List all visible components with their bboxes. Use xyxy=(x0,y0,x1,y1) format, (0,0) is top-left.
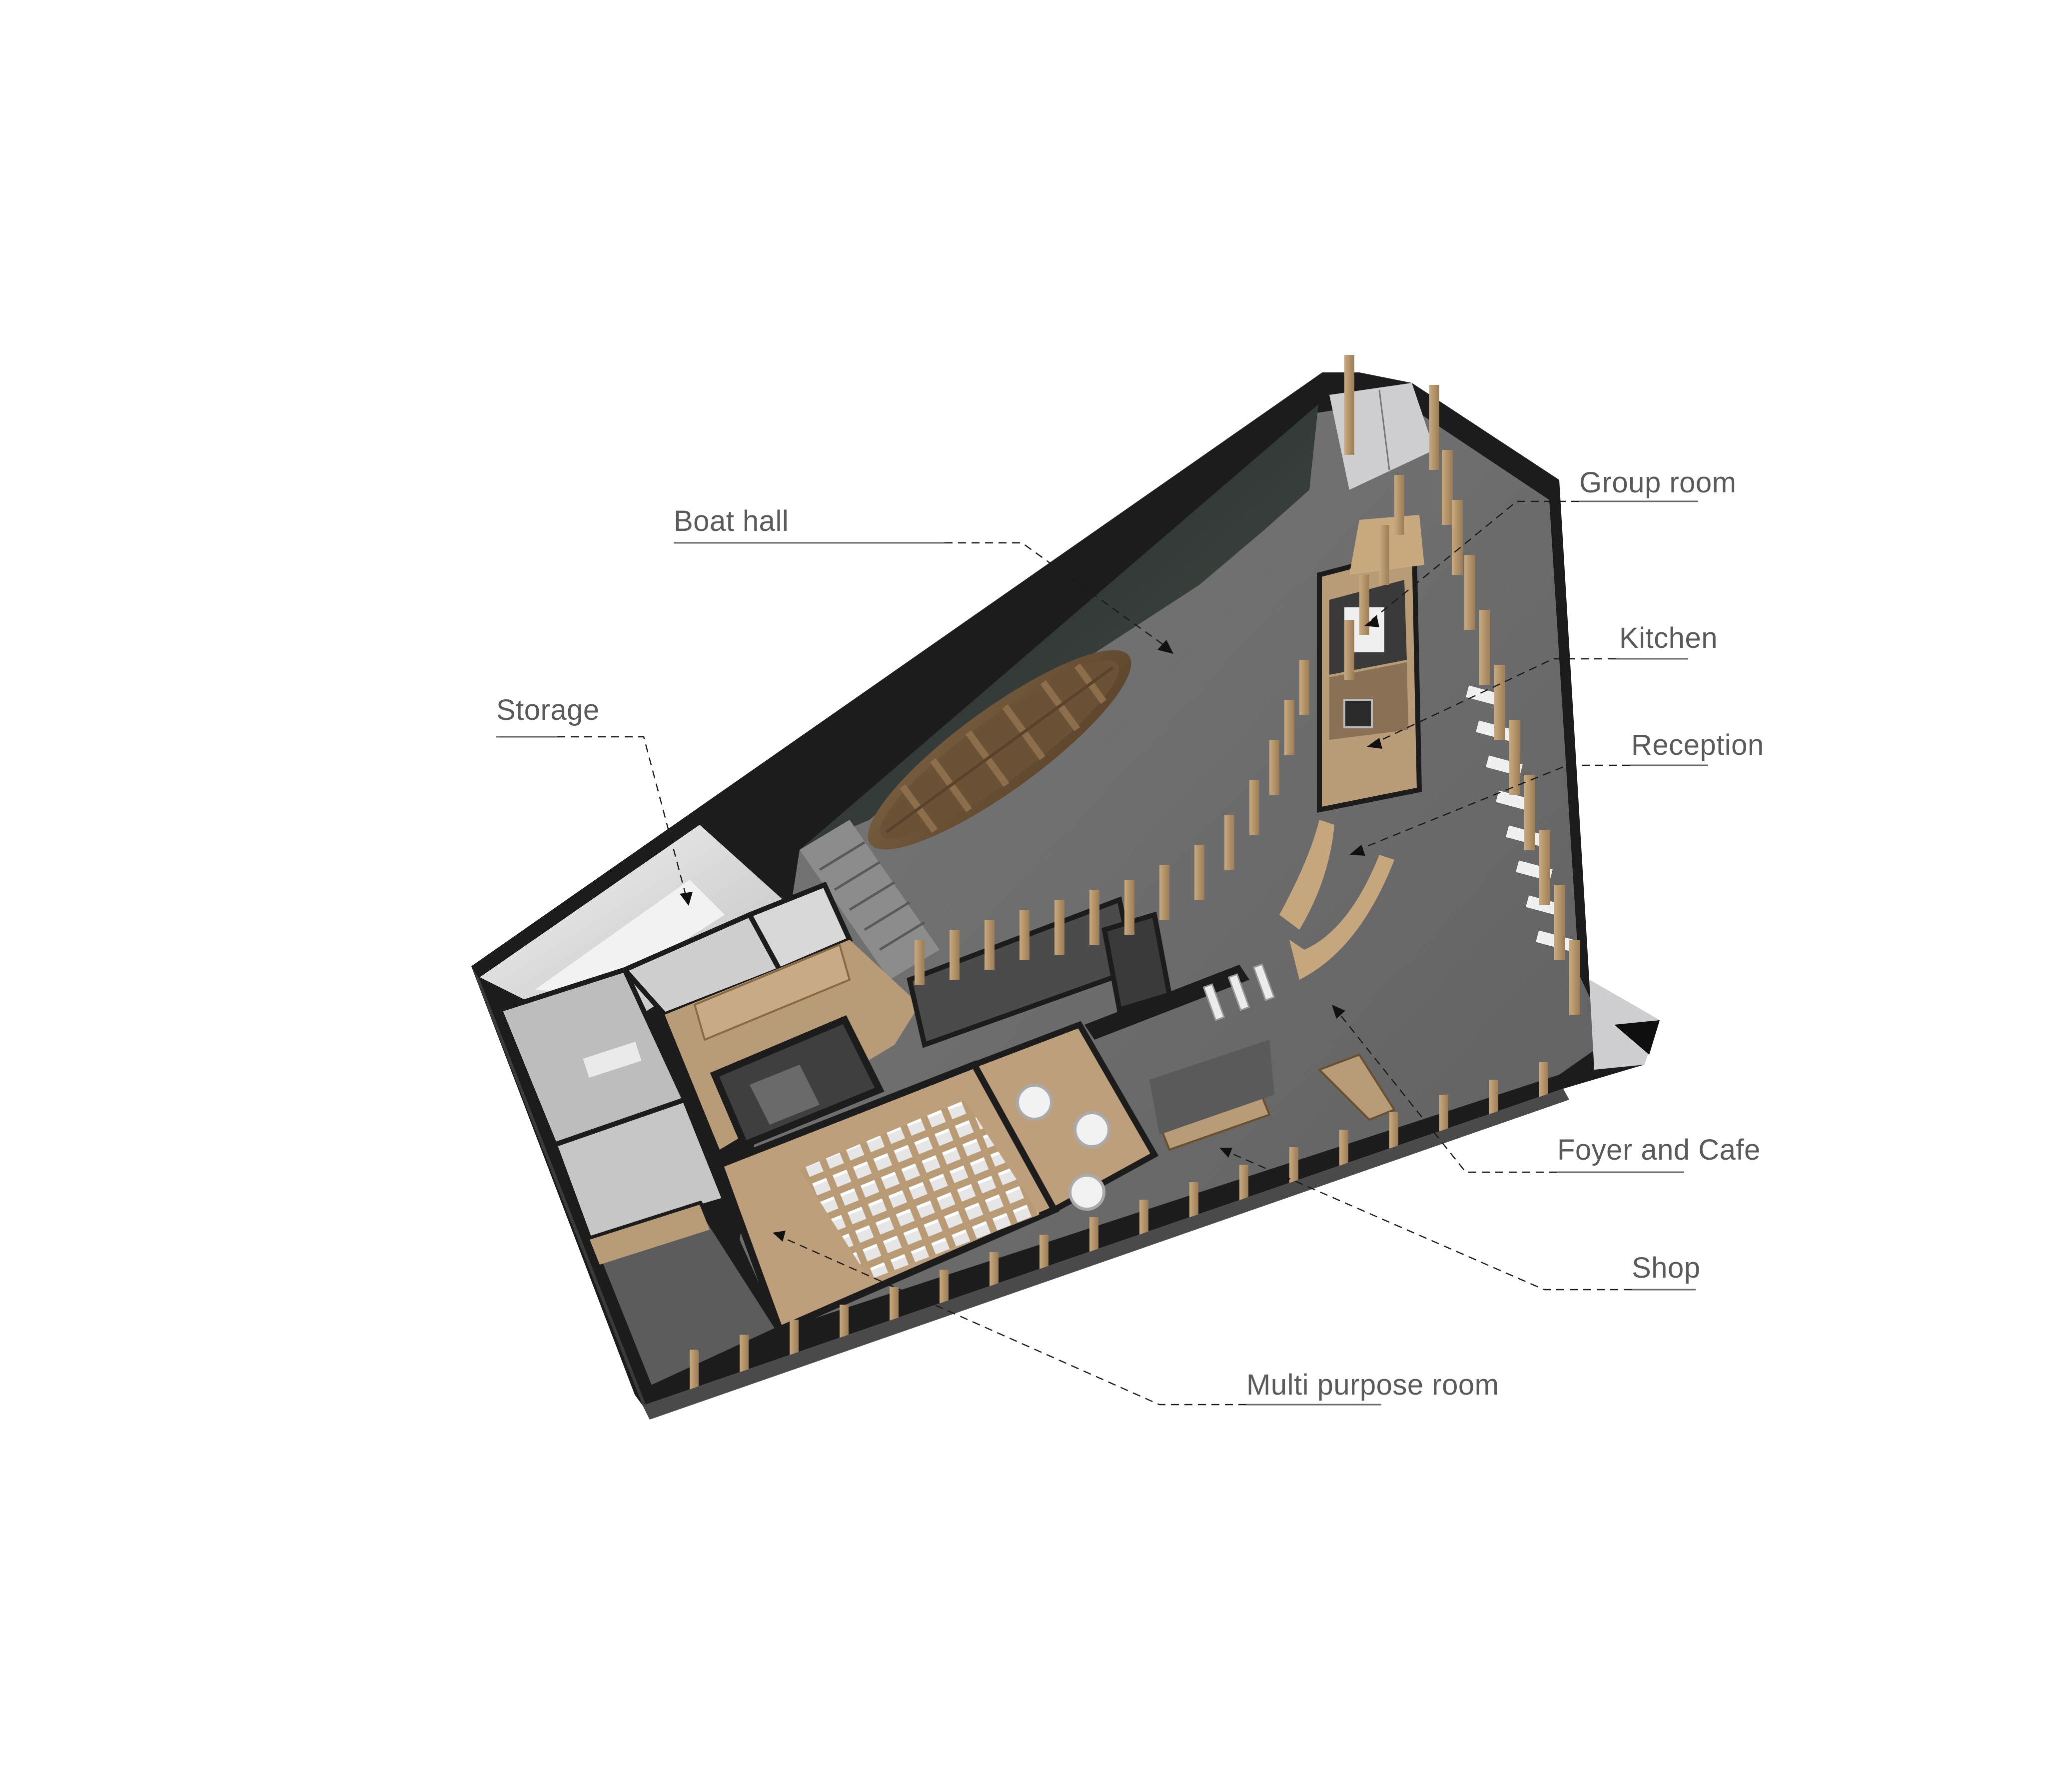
leader-line xyxy=(1339,1013,1557,1173)
leader-line xyxy=(557,736,687,895)
arrow-icon xyxy=(680,892,693,906)
label-foyer-and-cafe[interactable]: Foyer and Cafe xyxy=(1332,1005,1761,1173)
arrow-icon xyxy=(1332,1005,1345,1019)
entry-gates xyxy=(1202,963,1275,1021)
facade-fins-boat-hall xyxy=(915,475,1404,985)
label-text-group-room: Group room xyxy=(1579,466,1736,499)
shelving xyxy=(693,943,851,1041)
glass-mullion xyxy=(1378,389,1390,470)
label-text-shop: Shop xyxy=(1632,1252,1700,1284)
cafe-room-floor xyxy=(970,1021,1159,1214)
label-group-room[interactable]: Group room xyxy=(1364,466,1736,627)
facade-fins-east xyxy=(1344,355,1580,1015)
leader-line xyxy=(780,1236,1246,1406)
cafe-tables xyxy=(1016,1084,1110,1211)
label-text-multi-purpose-room: Multi purpose room xyxy=(1246,1369,1499,1401)
reception-desk xyxy=(1279,820,1334,930)
foyer-interior-wall xyxy=(1084,965,1249,1040)
leader-line xyxy=(1358,764,1630,851)
label-text-storage: Storage xyxy=(496,694,600,726)
arrow-icon xyxy=(1367,738,1382,749)
label-shop[interactable]: Shop xyxy=(1219,1148,1700,1291)
reception-desk-u xyxy=(1289,855,1394,980)
label-boat-hall[interactable]: Boat hall xyxy=(674,505,1173,654)
label-text-boat-hall: Boat hall xyxy=(674,505,789,537)
arrow-icon xyxy=(1364,616,1379,627)
kitchen-unit xyxy=(1343,699,1373,728)
boat-hall-wall xyxy=(690,372,1329,850)
seating-block xyxy=(800,1100,1039,1280)
labels: Boat hall Storage Group room Kitchen Rec… xyxy=(496,466,1764,1406)
exterior-wall-south xyxy=(643,1089,1569,1420)
arrow-icon xyxy=(1157,640,1173,654)
boat xyxy=(868,650,1131,850)
arrow-icon xyxy=(1349,845,1365,856)
label-text-foyer-and-cafe: Foyer and Cafe xyxy=(1557,1134,1761,1166)
label-storage[interactable]: Storage xyxy=(496,694,693,906)
stairs-boat-hall xyxy=(800,820,940,980)
arrow-icon xyxy=(1219,1148,1232,1158)
leader-line xyxy=(1375,658,1616,744)
entrance-vestibule-dark xyxy=(1614,1020,1660,1055)
shop-partition xyxy=(1149,1040,1274,1135)
toilets xyxy=(496,966,728,1243)
small-rooms xyxy=(620,881,853,1018)
label-kitchen[interactable]: Kitchen xyxy=(1367,622,1718,749)
label-multi-purpose-room[interactable]: Multi purpose room xyxy=(773,1231,1499,1406)
stair-flight xyxy=(750,1065,820,1125)
arrow-icon xyxy=(773,1231,786,1242)
storage-room-inner xyxy=(535,880,725,995)
glass-wall-north xyxy=(1329,383,1434,490)
building xyxy=(471,355,1660,1420)
leader-line xyxy=(1371,500,1579,620)
facade-fins-south xyxy=(690,1062,1548,1390)
label-text-reception: Reception xyxy=(1631,729,1764,761)
leader-line xyxy=(945,542,1167,648)
label-text-kitchen: Kitchen xyxy=(1619,622,1718,654)
leader-line xyxy=(1227,1151,1632,1291)
cafe-counter xyxy=(1317,1053,1396,1121)
label-reception[interactable]: Reception xyxy=(1349,729,1764,856)
exterior-wall-southwest xyxy=(471,966,650,1415)
lower-storage-wood-wall xyxy=(590,1205,710,1265)
